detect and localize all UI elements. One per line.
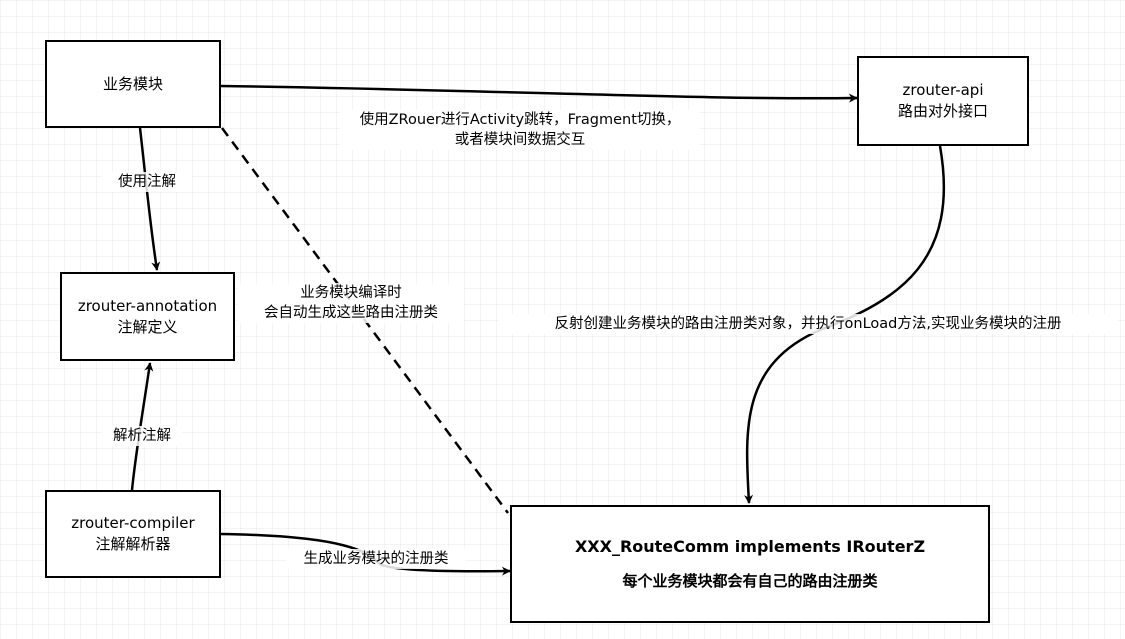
label-business-to-api-line2: 或者模块间数据交互 [454,132,586,148]
node-zrouter-annotation-title: zrouter-annotation [77,296,218,315]
label-business-to-annotation-line1: 使用注解 [118,174,176,190]
node-zrouter-api-subtitle: 路由对外接口 [897,102,988,120]
node-zrouter-api[interactable]: zrouter-api 路由对外接口 [857,56,1029,146]
label-business-to-api-line1: 使用ZRouer进行Activity跳转，Fragment切换， [359,112,681,128]
label-compile-time-line1: 业务模块编译时 [300,285,402,301]
label-compile-time-line2: 会自动生成这些路由注册类 [264,305,438,321]
node-zrouter-api-title: zrouter-api [902,81,984,99]
node-zrouter-compiler-title: zrouter-compiler [71,514,195,532]
node-zrouter-annotation-subtitle: 注解定义 [117,317,178,336]
label-compiler-to-annotation: 解析注解 [102,426,182,446]
label-api-to-routecomm: 反射创建业务模块的路由注册类对象，并执行onLoad方法,实现业务模块的注册 [498,314,1118,334]
label-compiler-to-routecomm: 生成业务模块的注册类 [286,549,466,569]
node-zrouter-compiler-subtitle: 注解解析器 [95,535,171,553]
label-compiler-to-routecomm-line1: 生成业务模块的注册类 [303,551,449,567]
label-business-to-annotation: 使用注解 [102,172,192,192]
node-routecomm[interactable]: XXX_RouteComm implements IRouterZ 每个业务模块… [510,505,990,623]
node-zrouter-compiler[interactable]: zrouter-compiler 注解解析器 [45,490,221,578]
node-business-module[interactable]: 业务模块 [45,40,221,128]
label-api-to-routecomm-line1: 反射创建业务模块的路由注册类对象，并执行onLoad方法,实现业务模块的注册 [554,316,1062,332]
label-compile-time: 业务模块编译时 会自动生成这些路由注册类 [238,283,464,323]
label-compiler-to-annotation-line1: 解析注解 [113,428,171,444]
edge-business-to-api [219,84,858,103]
edge-business-to-annotation [138,127,161,271]
node-routecomm-subtitle: 每个业务模块都会有自己的路由注册类 [622,572,878,590]
node-business-module-label: 业务模块 [102,74,163,93]
label-business-to-api: 使用ZRouer进行Activity跳转，Fragment切换， 或者模块间数据… [340,110,700,150]
node-routecomm-title: XXX_RouteComm implements IRouterZ [574,537,926,556]
node-zrouter-annotation[interactable]: zrouter-annotation 注解定义 [60,272,235,361]
